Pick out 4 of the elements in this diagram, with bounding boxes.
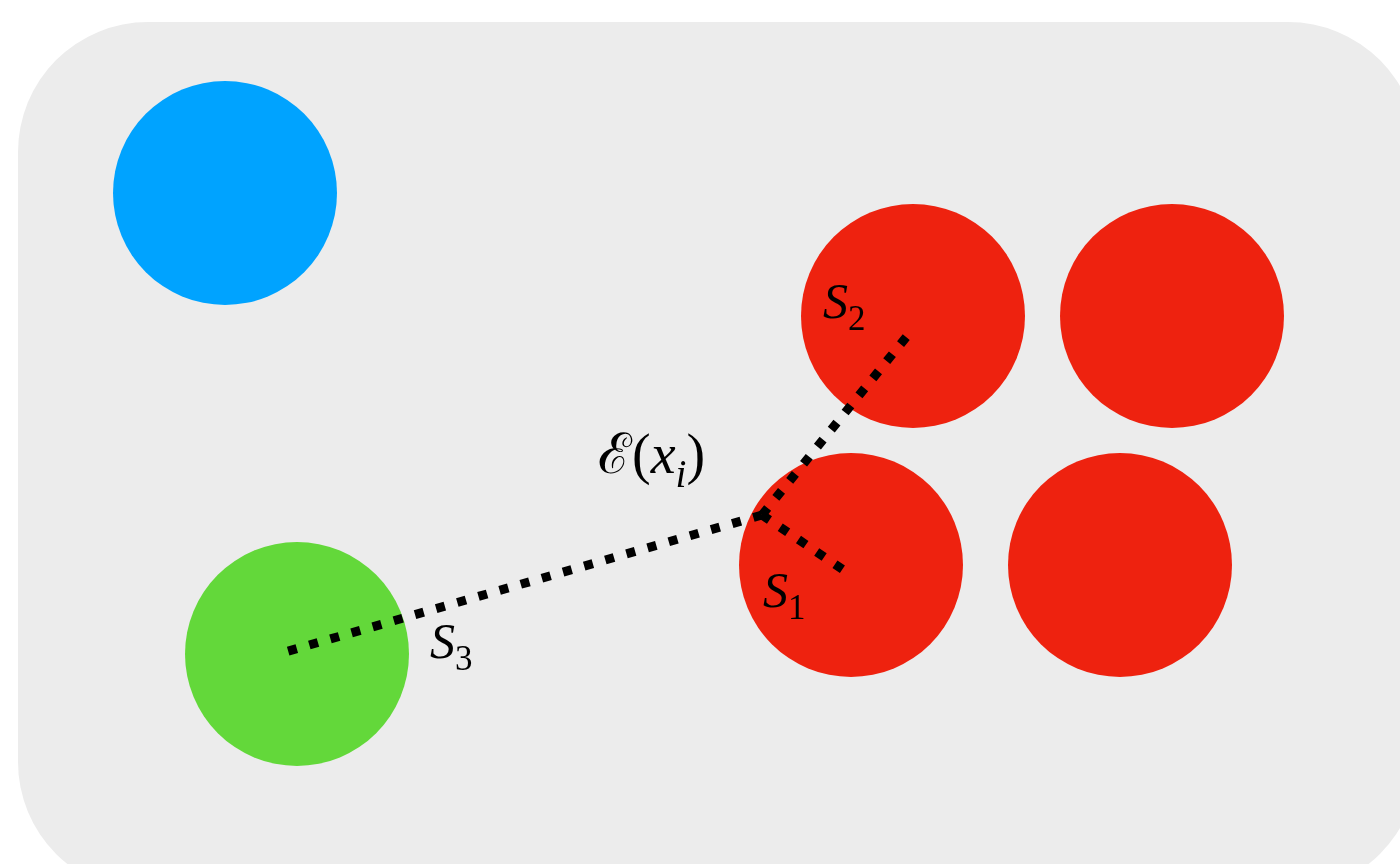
set-label: S$_{3}$ — [430, 616, 473, 677]
formula-label: ℰ(x$_{i}$) — [598, 426, 706, 493]
set-label: S$_{1}$ — [763, 565, 806, 626]
set-label: S$_{2}$ — [823, 276, 866, 337]
